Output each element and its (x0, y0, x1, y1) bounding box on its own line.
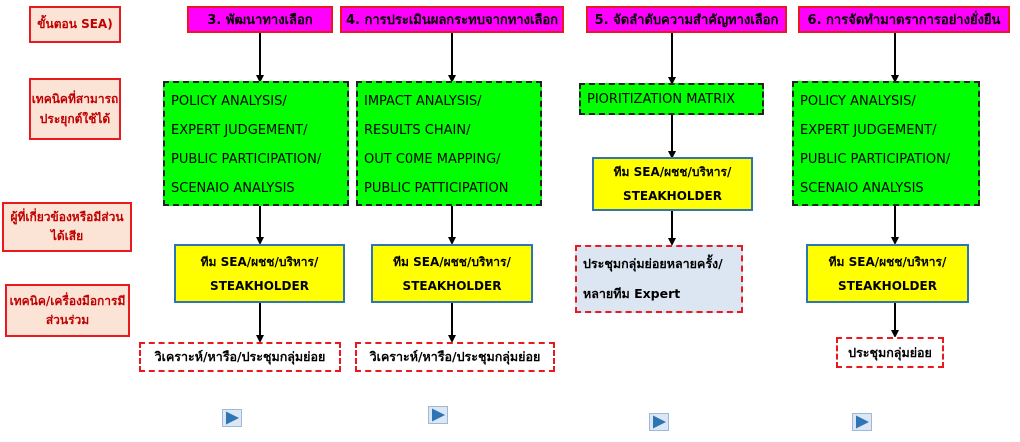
stage-6-tool: ประชุมกลุ่มย่อย (836, 337, 944, 368)
row-label-participation-line-1: เทคนิค/เครื่องมือการมี (9, 293, 126, 308)
stage-6-header: 6. การจัดทำมาตราการอย่างยั่งยืน (798, 6, 1010, 33)
team-line-1: ทีม SEA/ผชช/บริหาร/ (828, 254, 947, 269)
play-button-icon[interactable] (222, 409, 242, 427)
stage-6-team: ทีม SEA/ผชช/บริหาร/ STEAKHOLDER (806, 244, 969, 303)
tool-text: หลายทีม Expert (583, 286, 681, 301)
team-line-2: STEAKHOLDER (838, 278, 937, 293)
play-button-icon[interactable] (852, 413, 872, 431)
tool-text: ประชุมกลุ่มย่อย (848, 344, 932, 360)
tool-text: ประชุมกลุ่มย่อยหลายครั้ง/ (583, 256, 723, 271)
stage-3-header: 3. พัฒนาทางเลือก (187, 6, 333, 33)
technique-item: OUT C0ME MAPPING/ (364, 152, 501, 167)
team-line-2: STEAKHOLDER (402, 278, 502, 293)
technique-item: RESULTS CHAIN/ (364, 123, 471, 138)
row-label-stakeholders: ผู้ที่เกี่ยวข้องหรือมีส่วน ได้เสีย (2, 202, 132, 252)
technique-item: EXPERT JUDGEMENT/ (171, 123, 308, 138)
row-label-step-text: ขั้นตอน SEA) (37, 17, 113, 32)
row-label-techniques: เทคนิคที่สามารถ ประยุกต์ใช้ได้ (29, 78, 121, 140)
stage-4-title: 4. การประเมินผลกระทบจากทางเลือก (345, 13, 559, 28)
stage-4-techniques: IMPACT ANALYSIS/ RESULTS CHAIN/ OUT C0ME… (356, 81, 542, 206)
row-label-stakeholders-line-2: ได้เสีย (50, 229, 84, 243)
stage-3-team: ทีม SEA/ผชช/บริหาร/ STEAKHOLDER (174, 244, 345, 303)
technique-item: PUBLIC PARTICIPATION/ (800, 152, 951, 167)
stage-5-header: 5. จัดลำดับความสำคัญทางเลือก (586, 6, 787, 33)
technique-item: SCENAIO ANALYSIS (800, 181, 924, 196)
stage-3-tool: วิเคราะห์/หารือ/ประชุมกลุ่มย่อย (139, 342, 341, 372)
stage-5-tool: ประชุมกลุ่มย่อยหลายครั้ง/ หลายทีม Expert (575, 245, 743, 313)
stage-5-techniques: PIORITIZATION MATRIX (579, 83, 764, 115)
stage-6-techniques: POLICY ANALYSIS/ EXPERT JUDGEMENT/ PUBLI… (792, 81, 980, 206)
stage-3-techniques: POLICY ANALYSIS/ EXPERT JUDGEMENT/ PUBLI… (163, 81, 349, 206)
technique-item: SCENAIO ANALYSIS (171, 181, 295, 196)
row-label-participation-line-2: ส่วนร่วม (45, 312, 90, 327)
technique-item: POLICY ANALYSIS/ (171, 94, 287, 109)
play-button-icon[interactable] (649, 413, 669, 431)
row-label-step: ขั้นตอน SEA) (29, 6, 121, 43)
stage-4-team: ทีม SEA/ผชช/บริหาร/ STEAKHOLDER (371, 244, 533, 303)
stage-6-title: 6. การจัดทำมาตราการอย่างยั่งยืน (807, 13, 1001, 28)
technique-item: PUBLIC PARTICIPATION/ (171, 152, 322, 167)
stage-3-title: 3. พัฒนาทางเลือก (207, 13, 313, 28)
team-line-1: ทีม SEA/ผชช/บริหาร/ (393, 254, 511, 269)
stage-5-team: ทีม SEA/ผชช/บริหาร/ STEAKHOLDER (592, 157, 753, 211)
row-label-participation: เทคนิค/เครื่องมือการมี ส่วนร่วม (5, 284, 130, 337)
row-label-techniques-line-1: เทคนิคที่สามารถ (31, 91, 119, 106)
technique-item: POLICY ANALYSIS/ (800, 94, 916, 109)
tool-text: วิเคราะห์/หารือ/ประชุมกลุ่มย่อย (369, 349, 541, 364)
team-line-1: ทีม SEA/ผชช/บริหาร/ (613, 165, 732, 179)
technique-item: EXPERT JUDGEMENT/ (800, 123, 937, 138)
technique-item: PUBLIC PATTICIPATION (364, 181, 509, 196)
play-button-icon[interactable] (428, 406, 448, 424)
technique-item: IMPACT ANALYSIS/ (364, 94, 482, 109)
stage-4-header: 4. การประเมินผลกระทบจากทางเลือก (340, 6, 564, 33)
row-label-stakeholders-line-1: ผู้ที่เกี่ยวข้องหรือมีส่วน (10, 210, 124, 225)
team-line-2: STEAKHOLDER (210, 278, 309, 293)
stage-5-title: 5. จัดลำดับความสำคัญทางเลือก (594, 13, 779, 28)
team-line-2: STEAKHOLDER (623, 189, 722, 203)
tool-text: วิเคราะห์/หารือ/ประชุมกลุ่มย่อย (154, 349, 326, 364)
row-label-techniques-line-2: ประยุกต์ใช้ได้ (39, 112, 111, 126)
stage-4-tool: วิเคราะห์/หารือ/ประชุมกลุ่มย่อย (355, 342, 555, 372)
team-line-1: ทีม SEA/ผชช/บริหาร/ (200, 254, 319, 269)
technique-item: PIORITIZATION MATRIX (587, 92, 736, 107)
